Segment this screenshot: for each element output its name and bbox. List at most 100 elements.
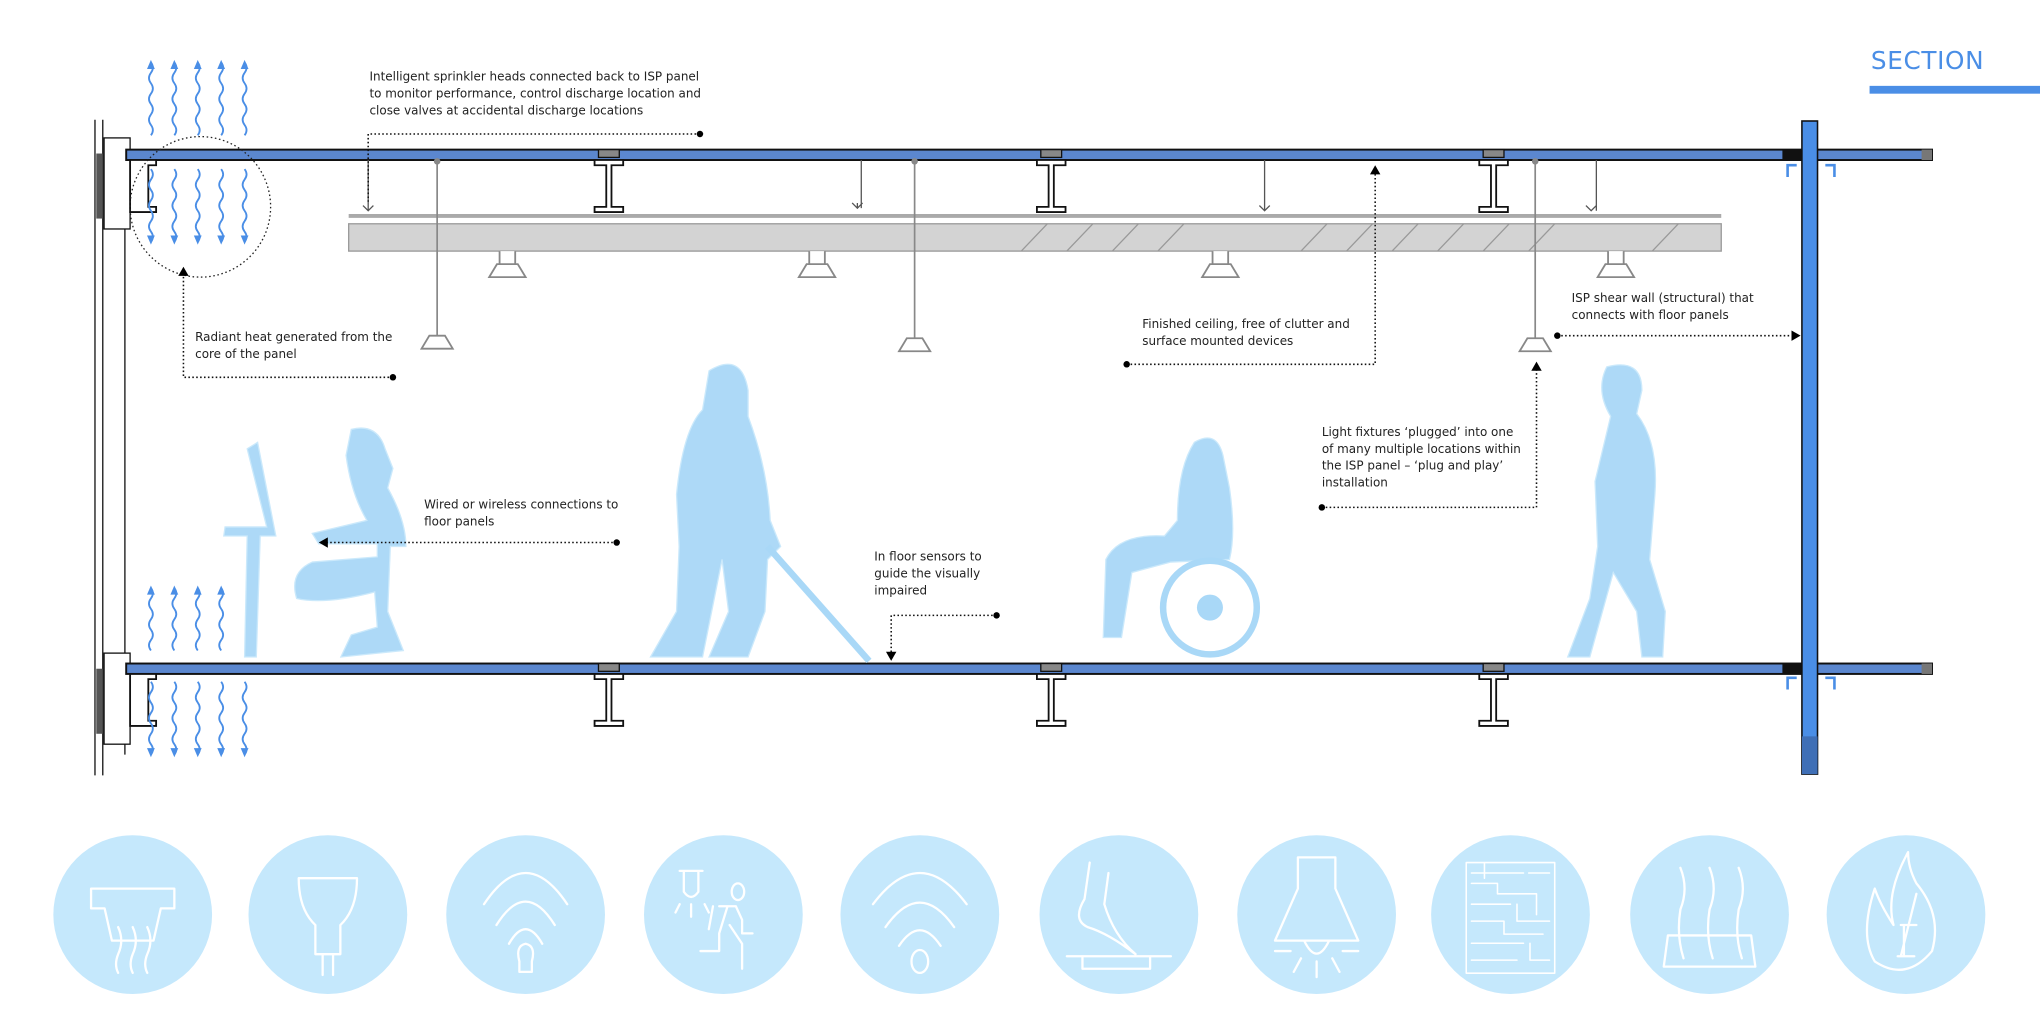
beam-connector <box>1482 662 1505 672</box>
annotation-line: close valves at accidental discharge loc… <box>369 103 643 117</box>
i-beam <box>593 159 625 213</box>
annotation-line: floor panels <box>424 515 494 529</box>
i-beam <box>593 673 625 727</box>
person-with-cane <box>649 363 872 664</box>
person-in-wheelchair <box>1102 437 1261 658</box>
floor-slab <box>125 662 1933 675</box>
i-beam <box>1036 673 1067 727</box>
edge-beam <box>129 159 158 213</box>
annotation-wired: Wired or wireless connections to floor pa… <box>424 498 618 529</box>
annotation-line: installation <box>1322 476 1388 490</box>
annotation-line: Intelligent sprinkler heads connected ba… <box>369 70 699 84</box>
arrow-down-icon <box>217 235 226 245</box>
annotation-line: Radiant heat generated from the <box>195 330 392 344</box>
recessed-light <box>487 251 528 279</box>
annotation-line: the ISP panel – ‘plug and play’ <box>1322 459 1503 473</box>
arrow-up-icon <box>170 585 179 595</box>
pendant-light <box>897 337 932 353</box>
annotation-line: core of the panel <box>195 347 297 361</box>
arrow-up-icon <box>217 59 226 69</box>
heat-wave <box>194 168 201 243</box>
edge-beam <box>129 673 158 727</box>
heat-wave <box>148 681 154 756</box>
pendant-light <box>419 334 455 350</box>
arrow-down-icon <box>170 235 179 245</box>
annotation-line: of many multiple locations within <box>1322 442 1521 456</box>
arrow-down-icon <box>170 748 179 758</box>
heat-wave <box>171 61 178 136</box>
title-underline <box>1869 85 2040 94</box>
wifi-icon <box>840 835 1000 994</box>
wireless-light-icon <box>446 835 605 994</box>
annotation-line: surface mounted devices <box>1142 334 1293 348</box>
heat-wave <box>171 681 178 756</box>
annotation-line: guide the visually <box>874 567 980 581</box>
arrow-down-icon <box>240 235 249 245</box>
light-bulb-icon <box>248 835 408 994</box>
i-beam <box>1478 673 1509 727</box>
beam-connector <box>597 662 620 672</box>
heat-wave <box>241 61 248 136</box>
sprinkler-heads <box>362 160 1598 212</box>
annotation-radiant: Radiant heat generated from the core of t… <box>195 330 392 361</box>
arrow-up-icon <box>240 59 249 69</box>
section-title: SECTION <box>1871 46 1984 75</box>
annotation-sprinkler: Intelligent sprinkler heads connected ba… <box>369 70 701 118</box>
arrow-up-icon <box>147 59 155 69</box>
heat-wave <box>194 61 201 136</box>
circuit-board-icon <box>1431 835 1590 994</box>
pendant-light <box>1517 337 1553 353</box>
heat-wave <box>218 61 225 136</box>
heat-wave <box>194 587 201 652</box>
heat-wave <box>241 168 248 243</box>
heat-wave <box>148 168 154 243</box>
recessed-light <box>1200 251 1241 279</box>
floor-heat-icon <box>1630 835 1789 994</box>
beam-connector <box>1040 148 1063 159</box>
pendant-light-icon <box>1237 835 1396 994</box>
arrow-up-icon <box>170 59 179 69</box>
arrow-up-icon <box>147 585 155 595</box>
heat-zone-outline <box>129 135 272 278</box>
arrow-up-icon <box>193 59 202 69</box>
annotation-lights: Light fixtures ‘plugged’ into one of many… <box>1322 425 1521 490</box>
arrow-down-icon <box>217 748 226 758</box>
arrow-up-icon <box>217 585 226 595</box>
annotation-line: Light fixtures ‘plugged’ into one <box>1322 425 1513 439</box>
heat-wave <box>218 681 225 756</box>
recessed-light <box>1596 251 1636 279</box>
arrow-down-icon <box>147 748 155 758</box>
annotation-line: Finished ceiling, free of clutter and <box>1142 317 1350 331</box>
annotation-line: ISP shear wall (structural) that <box>1572 291 1754 305</box>
annotation-line: to monitor performance, control discharg… <box>369 87 701 101</box>
annotation-ceiling: Finished ceiling, free of clutter and sur… <box>1142 317 1350 348</box>
emergency-exit-icon <box>644 835 803 994</box>
arrow-down-icon <box>193 748 202 758</box>
heat-wave <box>241 681 248 756</box>
fire-resistance-icon <box>1826 835 1986 994</box>
i-beam <box>1036 159 1067 213</box>
annotation-leaders <box>178 130 1801 661</box>
i-beam <box>1478 159 1509 213</box>
person-walking <box>1566 364 1666 658</box>
ceiling-slab <box>125 148 1933 162</box>
heat-wave <box>171 587 178 652</box>
radiant-ceiling-icon <box>53 835 213 994</box>
feature-icons <box>53 835 1986 994</box>
annotation-line: Wired or wireless connections to <box>424 498 618 512</box>
beam-connector <box>597 148 620 159</box>
heat-wave <box>194 681 201 756</box>
heat-wave <box>218 587 225 652</box>
recessed-light <box>797 251 837 279</box>
steel-beams <box>129 148 1509 727</box>
beam-connector <box>1040 662 1063 672</box>
floor-sensor-icon <box>1039 835 1199 994</box>
heat-wave <box>171 168 178 243</box>
shear-wall <box>1801 120 1819 775</box>
arrow-up-icon <box>193 585 202 595</box>
arrow-down-icon <box>240 748 249 758</box>
heat-wave <box>218 168 225 243</box>
